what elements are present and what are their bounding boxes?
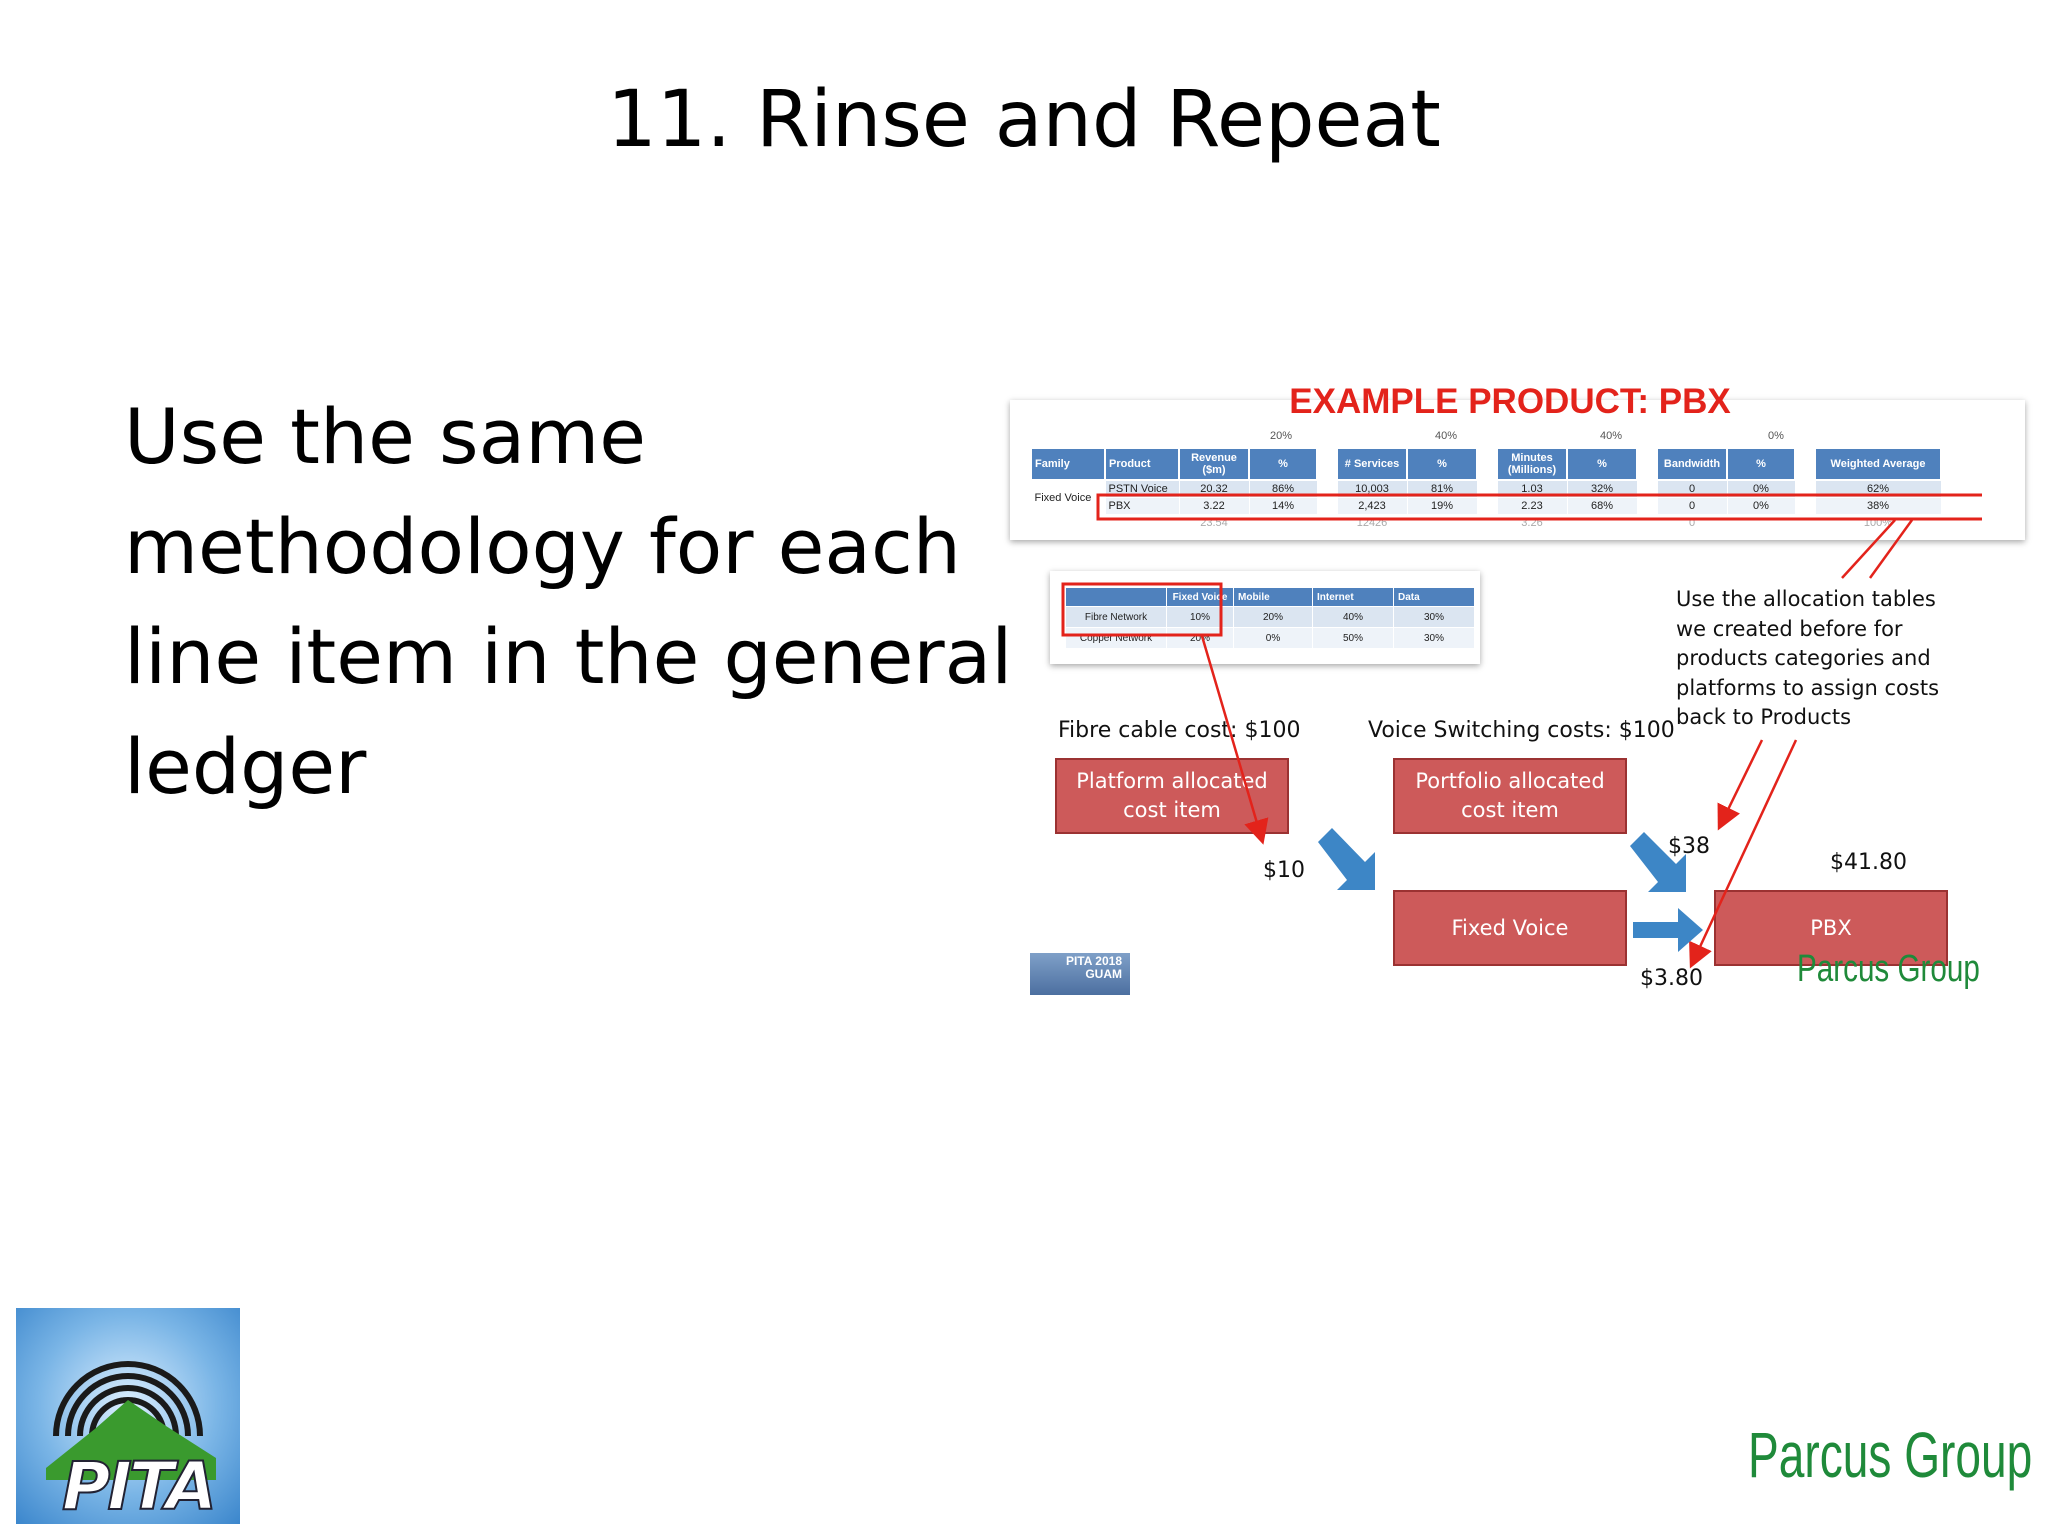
value-label-41-80: $41.80: [1830, 850, 1907, 875]
pct-header: 20%: [1270, 430, 1293, 442]
table-cell: 0%: [1726, 479, 1796, 498]
table-cell: 0%: [1233, 627, 1313, 649]
table-row: Fibre Network 10% 20% 40% 30%: [1065, 606, 1475, 628]
table-cell: 50%: [1312, 627, 1394, 649]
column-header: %: [1406, 447, 1478, 481]
body-text: Use the same methodology for each line i…: [124, 392, 1013, 811]
value-label-38: $38: [1668, 834, 1710, 859]
table-row: Fixed Voice PSTN Voice 20.32 86% 10,003 …: [1030, 479, 1942, 515]
note-pointer-arrow: [1717, 739, 1764, 831]
pct-header: 0%: [1768, 430, 1784, 442]
blue-arrow: [1630, 832, 1686, 892]
table-cell: 10,003: [1336, 479, 1408, 498]
platform-cost-box: Platform allocated cost item: [1055, 758, 1289, 834]
pita-emblem-icon: [46, 1361, 216, 1480]
fixed-voice-box: Fixed Voice: [1393, 890, 1627, 966]
value-label-10: $10: [1263, 858, 1305, 883]
value-label-3-80: $3.80: [1640, 966, 1703, 991]
fibre-cost-label: Fibre cable cost: $100: [1058, 718, 1301, 743]
table-cell: 20%: [1166, 627, 1234, 649]
column-header: Mobile: [1233, 587, 1313, 607]
product-allocation-table: Family Product Revenue ($m) % # Services…: [1030, 447, 1942, 532]
table-header-row: Fixed Voice Mobile Internet Data: [1065, 587, 1475, 607]
column-header: Family: [1030, 447, 1106, 481]
example-title: EXAMPLE PRODUCT: PBX: [1289, 382, 1731, 421]
column-header: Revenue ($m): [1178, 447, 1250, 481]
column-header: Data: [1393, 587, 1475, 607]
column-header: %: [1726, 447, 1796, 481]
table-cell: 30%: [1393, 627, 1475, 649]
parcus-group-logo: Parcus Group: [1748, 1419, 2033, 1491]
table-cell: 81%: [1406, 479, 1478, 498]
table-cell: Copper Network: [1065, 627, 1167, 649]
column-header: Product: [1104, 447, 1180, 481]
column-header: Minutes (Millions): [1496, 447, 1568, 481]
platform-allocation-table: Fixed Voice Mobile Internet Data Fibre N…: [1065, 587, 1475, 649]
pita-logo: PITA: [16, 1308, 240, 1524]
slide-title: 11. Rinse and Repeat: [607, 75, 1441, 165]
parcus-group-small-logo: Parcus Group: [1797, 948, 1980, 990]
fibre-pointer-arrow: [1200, 635, 1269, 845]
note-pointer-line: [1841, 519, 1896, 579]
portfolio-cost-box: Portfolio allocated cost item: [1393, 758, 1627, 834]
table-cell: 32%: [1566, 479, 1638, 498]
note-pointer-arrow: [1689, 739, 1798, 969]
column-header: %: [1248, 447, 1318, 481]
pbx-row-highlight: [1096, 493, 1982, 521]
blue-arrow: [1318, 828, 1375, 890]
table-row: Copper Network 20% 0% 50% 30%: [1065, 627, 1475, 649]
pita-2018-guam-logo: PITA 2018 GUAM: [1030, 953, 1130, 995]
voice-cost-label: Voice Switching costs: $100: [1368, 718, 1675, 743]
blue-arrow: [1633, 908, 1703, 952]
table-cell: 0: [1656, 497, 1728, 515]
pita-logo-text: PITA: [61, 1447, 218, 1524]
table-cell: 14%: [1248, 497, 1318, 515]
table-cell: 30%: [1393, 606, 1475, 628]
column-header: %: [1566, 447, 1638, 481]
column-header: Weighted Average: [1814, 447, 1942, 481]
fibre-cell-highlight: [1061, 582, 1223, 637]
column-header: # Services: [1336, 447, 1408, 481]
pbx-box: PBX: [1714, 890, 1948, 966]
table-cell: 2,423: [1336, 497, 1408, 515]
table-cell: 20%: [1233, 606, 1313, 628]
pct-header: 40%: [1600, 430, 1623, 442]
table-cell: 62%: [1814, 479, 1942, 498]
table-header-row: Family Product Revenue ($m) % # Services…: [1030, 447, 1942, 481]
table-cell: Fixed Voice: [1030, 479, 1106, 515]
table-cell: 68%: [1566, 497, 1638, 515]
note-pointer-line: [1868, 519, 1914, 579]
pct-header: 40%: [1435, 430, 1458, 442]
column-header: Bandwidth: [1656, 447, 1728, 481]
allocation-note: Use the allocation tables we created bef…: [1676, 587, 1940, 729]
table-row: PBX 3.22 14% 2,423 19% 2.23 68% 0 0% 38%: [1031, 497, 1942, 515]
